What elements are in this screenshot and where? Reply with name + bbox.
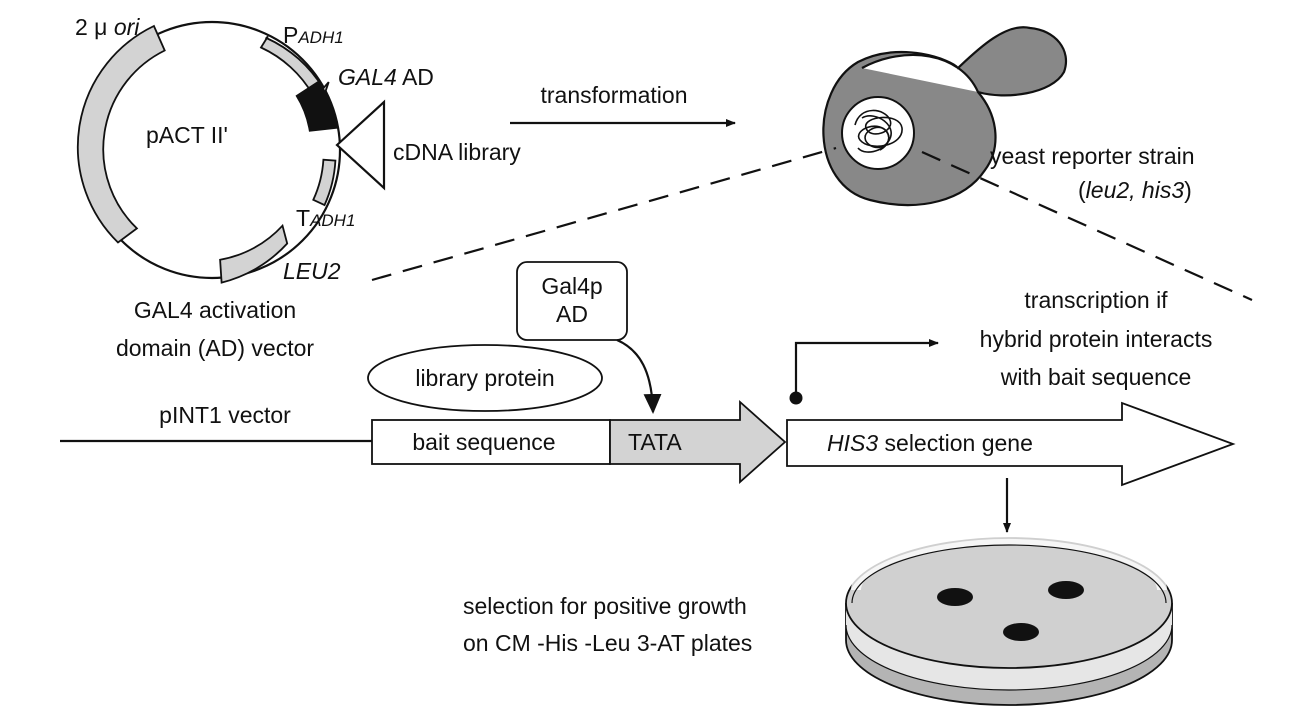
tata-promoter-arrow [609,399,787,485]
padh1-label: PADH1 [283,22,344,48]
ori-label: 2 μ ori [75,14,140,40]
library-protein-ellipse [367,344,603,412]
library-protein-label: library protein [415,365,554,391]
gal4-ad-segment [295,80,339,132]
transformation-label: transformation [540,82,687,108]
his3-gene-label: HIS3 selection gene [827,430,1033,456]
tata-label: TATA [628,429,682,455]
transcription-arrow [794,339,939,398]
gal4p-binding-arrow [616,338,662,414]
bait-sequence-box [371,419,611,465]
ad-label: AD [556,301,588,327]
vector-caption-line2: domain (AD) vector [116,335,314,361]
plasmid-map [76,20,386,284]
transcription-line3: with bait sequence [1000,364,1192,390]
tadh1-segment [312,158,337,207]
bait-sequence-label: bait sequence [412,429,555,455]
zoom-line-left [371,146,837,282]
yeast-strain-label: yeast reporter strain [990,143,1195,169]
ori-segment [76,24,166,244]
tadh1-label: TADH1 [296,205,355,231]
colony-1 [937,588,973,606]
zoom-line-right [921,150,1253,302]
chromatin-squiggle [854,109,903,153]
gal4-ad-label: GAL4 AD [338,64,434,90]
leu2-segment [219,223,289,284]
pint1-vector-label: pINT1 vector [159,402,291,428]
yeast-cell [822,26,1067,207]
selection-line1: selection for positive growth [463,593,747,619]
colony-2 [1048,581,1084,599]
petri-dish [845,535,1173,706]
transcription-line2: hybrid protein interacts [980,326,1213,352]
leu2-label: LEU2 [283,258,341,284]
colony-3 [1003,623,1039,641]
vector-caption-line1: GAL4 activation [134,297,296,323]
yeast-genotype-label: (leu2, his3) [1078,177,1192,203]
plasmid-name: pACT II' [146,122,228,148]
transcription-line1: transcription if [1024,287,1168,313]
his3-gene-arrow [786,401,1236,487]
selection-line2: on CM -His -Leu 3-AT plates [463,630,752,656]
gal4p-ad-box [516,261,628,341]
gal4p-label: Gal4p [541,273,602,299]
cdna-library-label: cDNA library [393,139,521,165]
cdna-insert-triangle [335,99,386,191]
